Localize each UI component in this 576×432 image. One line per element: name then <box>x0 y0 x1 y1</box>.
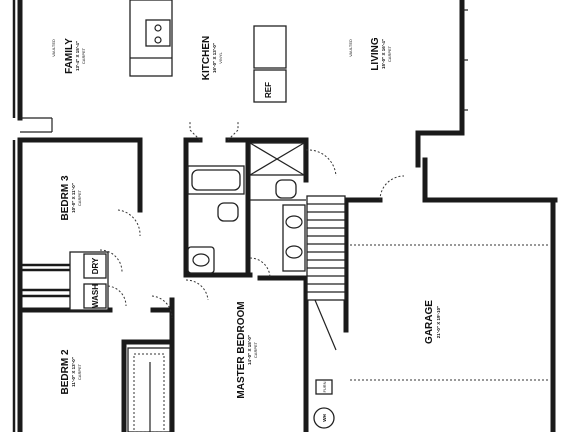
kitchen-size: 16'-0" X 13'-0" <box>212 43 217 73</box>
family-name: FAMILY <box>64 38 75 74</box>
stairs <box>306 195 346 351</box>
refrigerator-label: REF <box>264 82 273 98</box>
master-name: MASTER BEDROOM <box>236 301 247 398</box>
bedroom3-size: 10'-0" X 11'-0" <box>71 183 76 213</box>
bedroom2-name: BEDRM 2 <box>60 349 71 394</box>
family-size: 13'-4" X 15'-4" <box>75 41 80 71</box>
dryer-label: DRY <box>91 257 100 274</box>
kitchen-counters <box>129 0 287 103</box>
wall-details <box>12 0 468 432</box>
bedroom3-name: BEDRM 3 <box>60 175 71 220</box>
garage-equipment <box>313 244 550 429</box>
living-note: VAULTED <box>348 39 353 57</box>
bath-fixtures <box>187 142 306 274</box>
living-size: 15'-0" X 16'-4" <box>381 39 386 69</box>
master-floor: CARPET <box>253 341 258 358</box>
door-swings <box>99 122 405 319</box>
family-note: VAULTED <box>51 39 56 57</box>
furnace-label: FURN <box>322 381 327 392</box>
master-closet <box>127 347 171 432</box>
family-floor: CARPET <box>81 47 86 64</box>
laundry <box>69 251 109 311</box>
garage-size: 21'-0" X 19'-10" <box>436 306 441 338</box>
garage-name: GARAGE <box>424 300 435 344</box>
kitchen-floor: VINYL <box>218 51 223 63</box>
water-heater-label: WH <box>322 414 327 422</box>
master-size: 14'-0" X 15'-0" <box>247 335 252 365</box>
exterior-walls <box>17 0 558 432</box>
living-name: LIVING <box>370 37 381 71</box>
bedroom2-size: 11'-0" X 13'-0" <box>71 357 76 387</box>
bedroom3-floor: CARPET <box>77 189 82 206</box>
washer-label: WASH <box>91 284 100 308</box>
kitchen-name: KITCHEN <box>201 36 212 80</box>
living-floor: CARPET <box>387 45 392 62</box>
bedroom2-floor: CARPET <box>77 363 82 380</box>
